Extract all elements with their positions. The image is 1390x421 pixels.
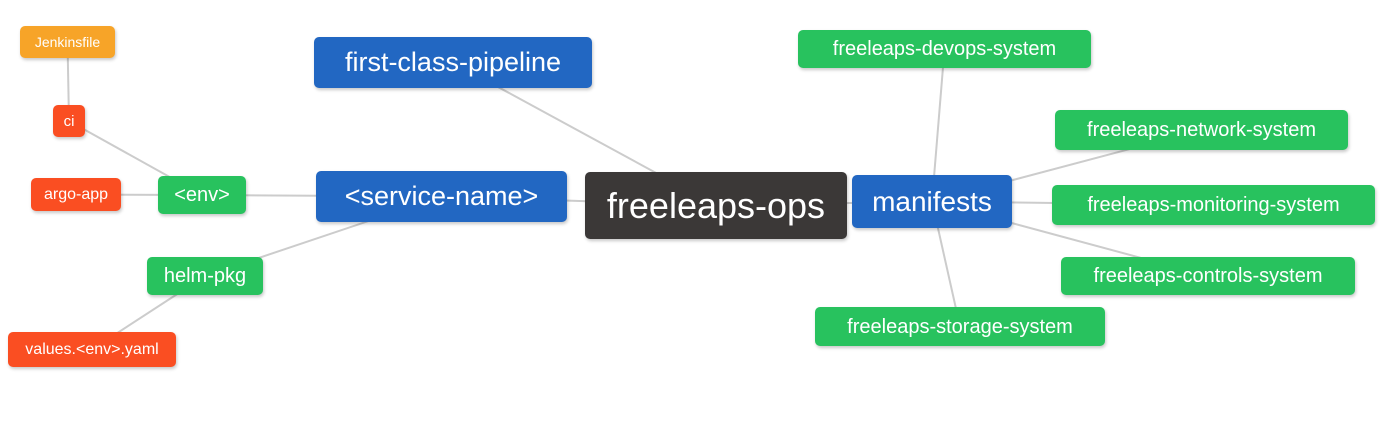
node-label: Jenkinsfile [34, 34, 101, 50]
node-service-name[interactable]: <service-name> [316, 171, 567, 222]
node-helm-pkg[interactable]: helm-pkg [147, 257, 263, 295]
node-freeleaps-devops-system[interactable]: freeleaps-devops-system [798, 30, 1091, 68]
node-label: values.<env>.yaml [25, 340, 159, 358]
node-manifests[interactable]: manifests [852, 175, 1012, 228]
node-freeleaps-storage-system[interactable]: freeleaps-storage-system [815, 307, 1105, 346]
node-env[interactable]: <env> [158, 176, 246, 214]
node-label: freeleaps-storage-system [847, 315, 1073, 338]
node-label: <service-name> [344, 181, 539, 211]
node-label: freeleaps-devops-system [832, 38, 1057, 60]
node-label: ci [63, 112, 75, 130]
node-freeleaps-ops[interactable]: freeleaps-ops [585, 172, 847, 239]
node-label: argo-app [43, 185, 109, 203]
node-values-env-yaml[interactable]: values.<env>.yaml [8, 332, 176, 367]
node-label: freeleaps-network-system [1087, 119, 1316, 141]
node-freeleaps-controls-system[interactable]: freeleaps-controls-system [1061, 257, 1355, 295]
node-ci[interactable]: ci [53, 105, 85, 137]
node-label: <env> [174, 184, 230, 206]
node-label: first-class-pipeline [344, 47, 562, 77]
node-jenkinsfile[interactable]: Jenkinsfile [20, 26, 115, 58]
node-label: freeleaps-ops [606, 184, 826, 226]
node-freeleaps-network-system[interactable]: freeleaps-network-system [1055, 110, 1348, 150]
node-label: manifests [872, 185, 992, 217]
node-label: freeleaps-controls-system [1093, 265, 1323, 287]
node-freeleaps-monitoring-system[interactable]: freeleaps-monitoring-system [1052, 185, 1375, 225]
node-label: freeleaps-monitoring-system [1087, 194, 1340, 216]
node-argo-app[interactable]: argo-app [31, 178, 121, 211]
node-label: helm-pkg [163, 265, 247, 287]
node-first-class-pipeline[interactable]: first-class-pipeline [314, 37, 592, 88]
